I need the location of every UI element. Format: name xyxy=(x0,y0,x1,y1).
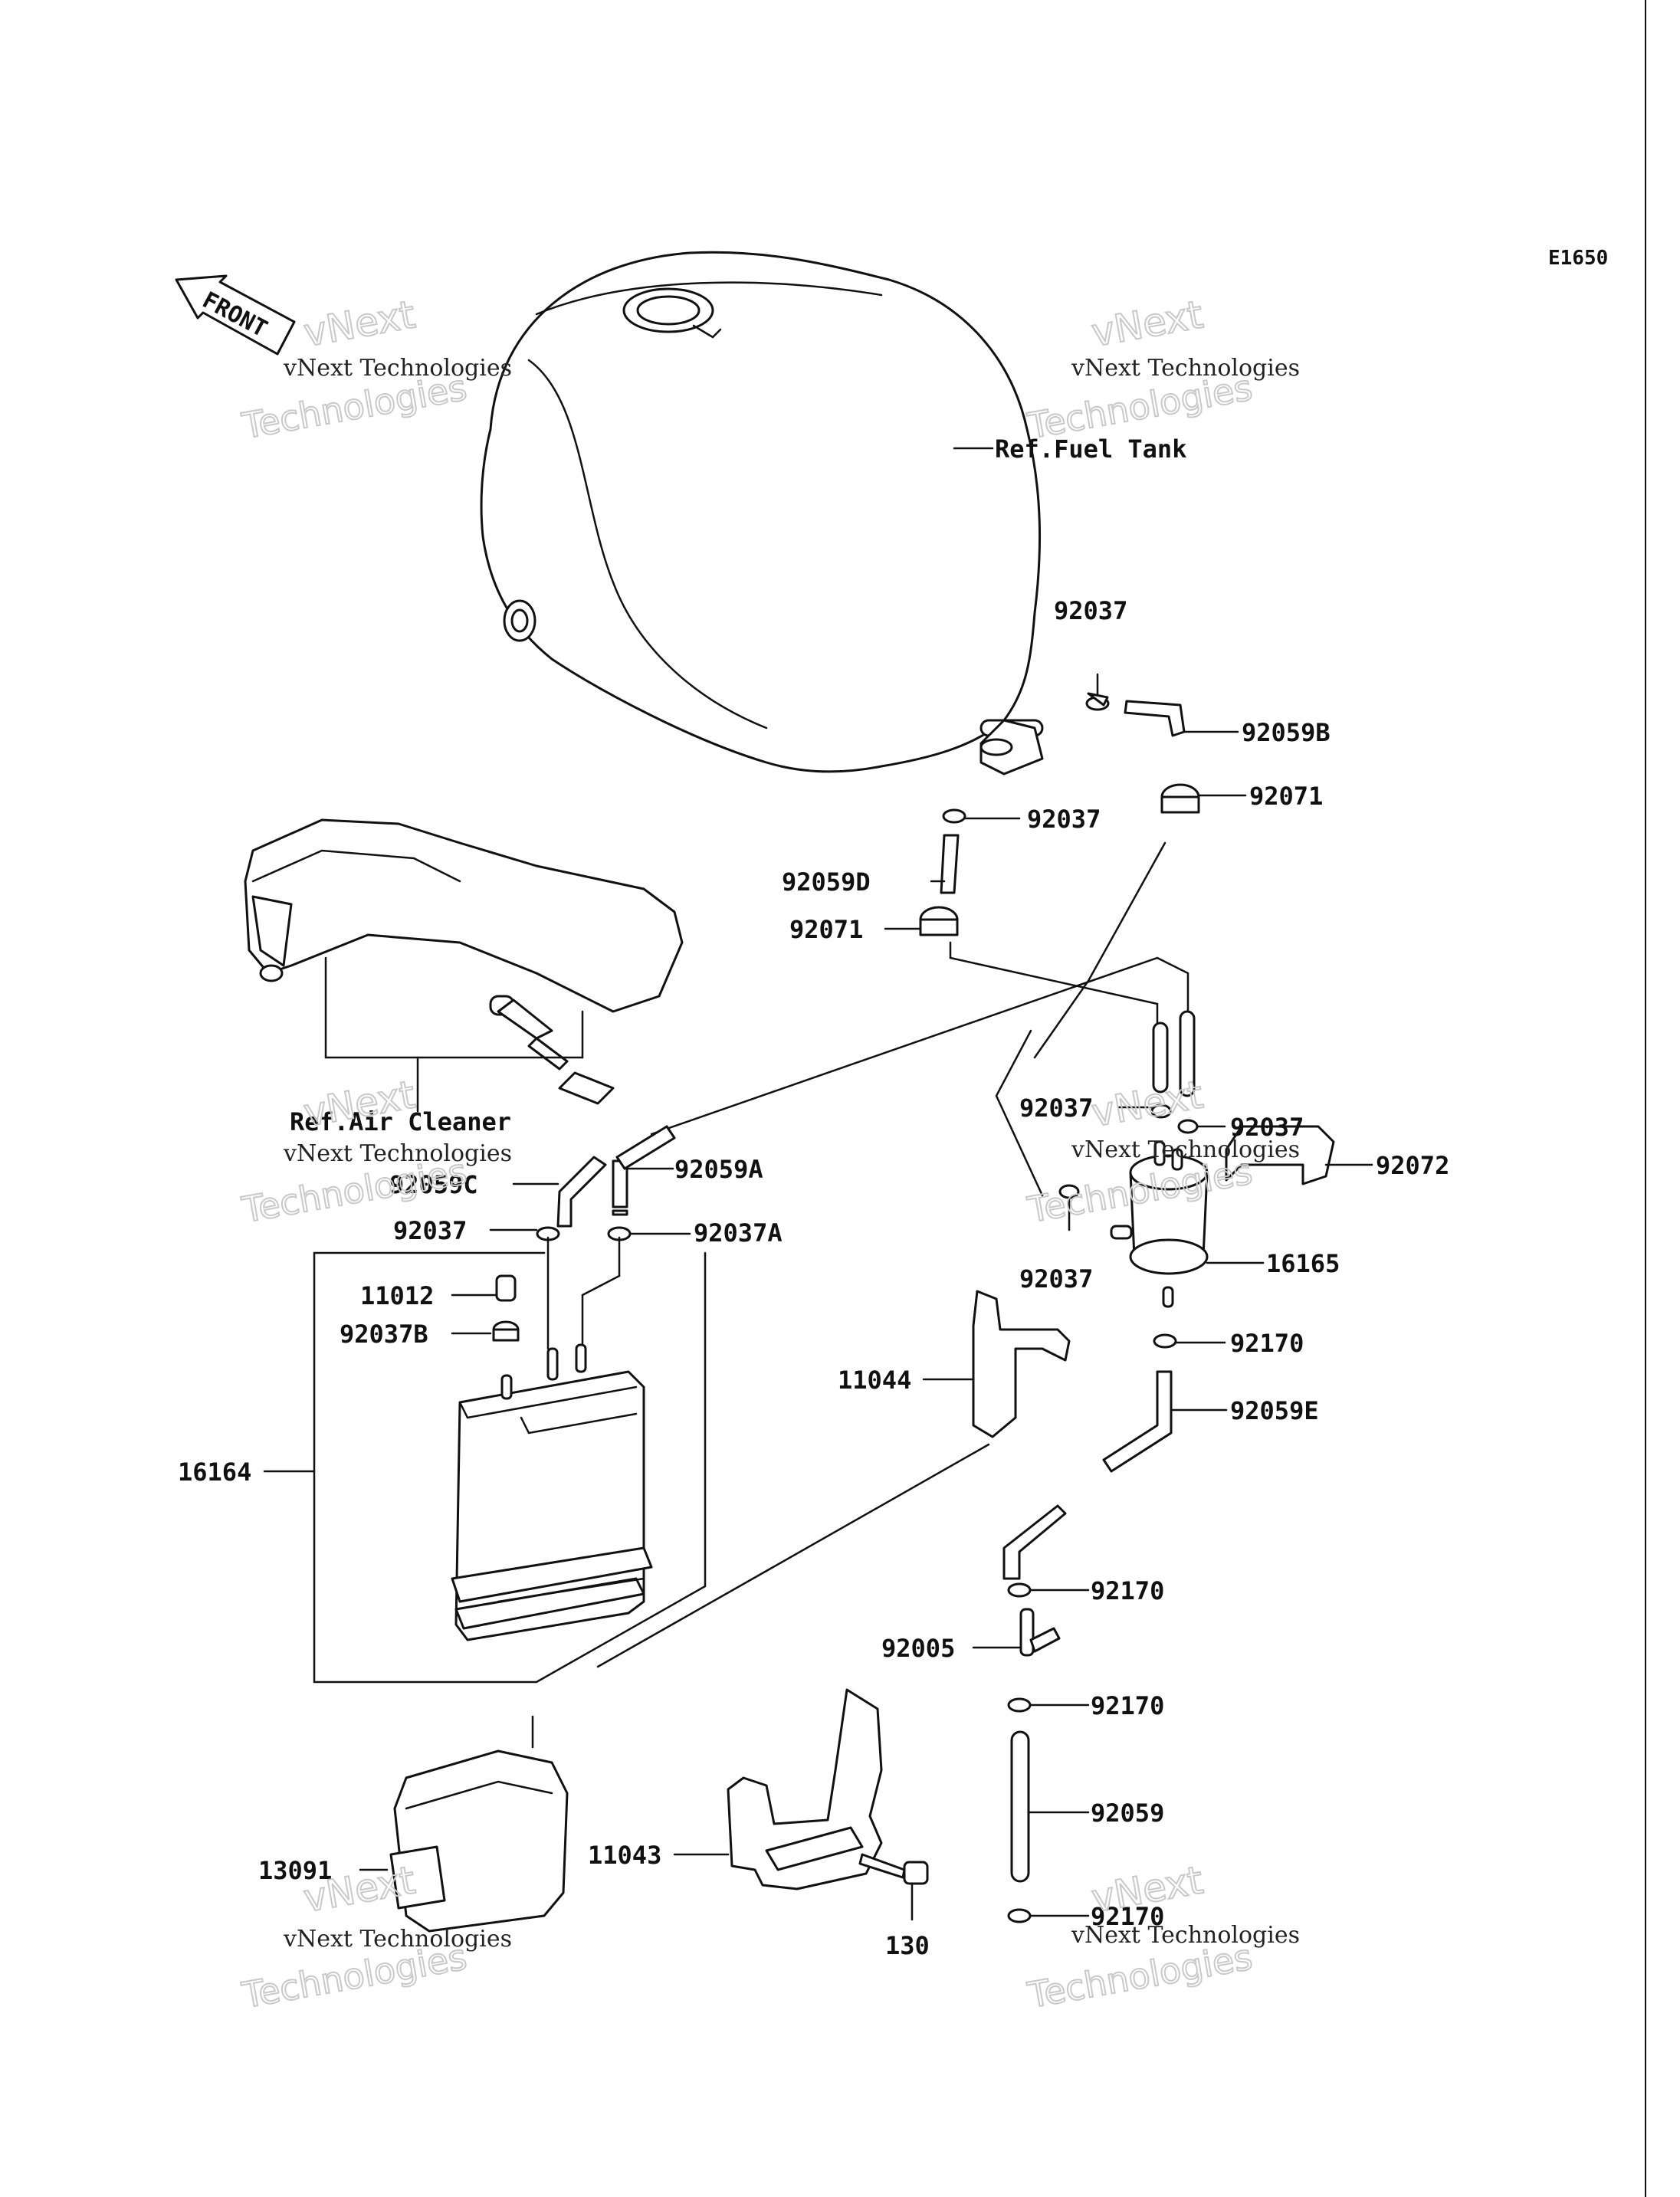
label-92059: 92059 xyxy=(1091,1799,1164,1828)
label-92059A: 92059A xyxy=(674,1155,763,1184)
label-16165: 16165 xyxy=(1266,1249,1340,1278)
ref-air-cleaner-label: Ref.Air Cleaner xyxy=(290,1107,511,1136)
label-92170: 92170 xyxy=(1091,1576,1164,1605)
svg-text:vNext Technologies: vNext Technologies xyxy=(1071,1922,1300,1949)
label-92059B: 92059B xyxy=(1242,718,1331,747)
front-arrow-icon: FRONT xyxy=(175,274,296,356)
bracket-92072-drawing xyxy=(1225,1125,1335,1185)
watermark-mid-left: vNext vNext Technologies Technologies xyxy=(238,1071,512,1231)
label-92037: 92037 xyxy=(393,1216,467,1245)
hose-92059E-drawing xyxy=(1002,1370,1173,1580)
label-11012: 11012 xyxy=(360,1281,434,1310)
grommet-92071-left-drawing xyxy=(919,906,959,936)
filter-16165-drawing xyxy=(1110,1140,1265,1308)
clip-92170-upper-drawing xyxy=(1153,1333,1177,1349)
svg-text:vNext Technologies: vNext Technologies xyxy=(283,1926,512,1953)
hose-pair-right-drawing xyxy=(650,956,1196,1136)
label-92037A: 92037A xyxy=(694,1218,783,1248)
label-92037: 92037 xyxy=(1054,596,1127,625)
clip-92037-left-of-pair-drawing xyxy=(1150,1103,1172,1119)
label-92059C: 92059C xyxy=(389,1170,478,1199)
label-13091: 13091 xyxy=(258,1856,332,1885)
label-92037: 92037 xyxy=(1230,1113,1304,1142)
label-92037: 92037 xyxy=(1027,805,1101,834)
label-92170: 92170 xyxy=(1091,1691,1164,1720)
clip-92170-bottom-drawing xyxy=(1007,1908,1032,1923)
label-130: 130 xyxy=(885,1931,930,1960)
clip-92170-mid-drawing xyxy=(1007,1582,1032,1598)
svg-text:vNext: vNext xyxy=(300,292,418,355)
svg-text:vNext Technologies: vNext Technologies xyxy=(283,1140,512,1167)
label-92037: 92037 xyxy=(1019,1264,1093,1294)
label-92072: 92072 xyxy=(1376,1151,1449,1180)
hose-92059A-C-drawing xyxy=(556,1125,676,1228)
watermark-bottom-right: vNext vNext Technologies Technologies xyxy=(1024,1857,1300,2017)
label-11043: 11043 xyxy=(588,1841,661,1870)
label-92059E: 92059E xyxy=(1230,1396,1319,1425)
svg-text:vNext Technologies: vNext Technologies xyxy=(1071,1136,1300,1163)
bracket-11044-drawing xyxy=(972,1290,1071,1438)
hose-92059B-drawing xyxy=(1124,700,1186,737)
page-right-border xyxy=(1645,0,1646,2197)
hose-92059D-drawing xyxy=(940,834,960,894)
clips-92037-pair-drawing xyxy=(536,1226,632,1241)
watermark-top-right: vNext vNext Technologies Technologies xyxy=(1024,291,1300,448)
svg-text:vNext Technologies: vNext Technologies xyxy=(1071,355,1300,382)
label-92037: 92037 xyxy=(1019,1094,1093,1123)
label-92071: 92071 xyxy=(1249,782,1323,811)
hose-92059-drawing xyxy=(1010,1730,1030,1883)
bolt-130-drawing xyxy=(858,1853,929,1921)
clip-92037-filter-drawing xyxy=(1058,1184,1080,1199)
collar-92037B-drawing xyxy=(492,1320,520,1342)
cover-13091-drawing xyxy=(359,1715,569,1933)
grommet-92071-right-drawing xyxy=(1160,783,1200,814)
label-92005: 92005 xyxy=(881,1634,955,1663)
label-92059D: 92059D xyxy=(782,867,871,897)
canister-16164-drawing xyxy=(451,1343,653,1641)
label-92071: 92071 xyxy=(789,915,863,944)
fuel-tank-drawing xyxy=(480,251,1044,776)
diagram-code: E1650 xyxy=(1548,247,1608,270)
svg-text:vNext Technologies: vNext Technologies xyxy=(283,355,512,382)
label-92037B: 92037B xyxy=(340,1320,428,1349)
svg-text:vNext: vNext xyxy=(1088,292,1206,355)
ref-fuel-tank-label: Ref.Fuel Tank xyxy=(995,434,1186,464)
label-11044: 11044 xyxy=(838,1366,911,1395)
label-16164: 16164 xyxy=(178,1458,251,1487)
label-92170: 92170 xyxy=(1091,1902,1164,1931)
bracket-11043-drawing xyxy=(673,1688,883,1890)
svg-text:vNext: vNext xyxy=(1088,1858,1206,1920)
cap-11012-drawing xyxy=(495,1274,517,1302)
clip-92037-right-of-pair-drawing xyxy=(1177,1119,1199,1134)
clip-92170-lower-drawing xyxy=(1007,1697,1032,1713)
clip-92037-mid-drawing xyxy=(942,808,966,824)
air-cleaner-drawing xyxy=(244,818,684,1113)
clip-92037-top-drawing xyxy=(1085,692,1110,711)
tee-92005-drawing xyxy=(1019,1608,1061,1657)
label-92170: 92170 xyxy=(1230,1329,1304,1358)
canister-group-frame xyxy=(263,1236,707,1684)
